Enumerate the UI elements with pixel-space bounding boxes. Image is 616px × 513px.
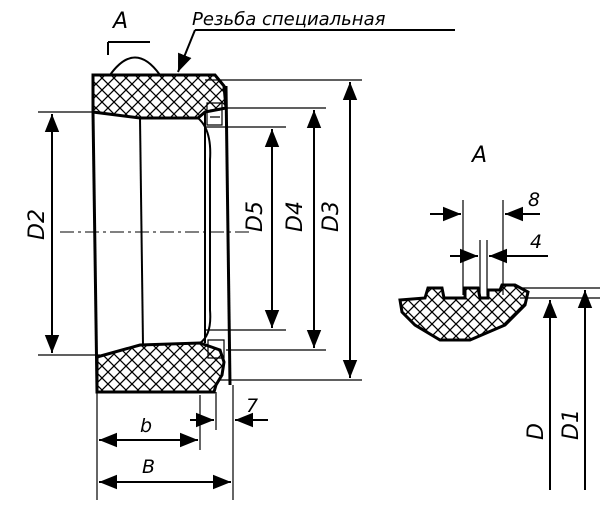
bottom-groove xyxy=(207,339,225,359)
d-label: D xyxy=(524,423,549,440)
detail-4-label: 4 xyxy=(530,231,542,253)
top-groove-lines xyxy=(210,109,220,118)
detail-a-hatched-section xyxy=(398,283,530,342)
top-hatched-section xyxy=(91,73,228,120)
view-a-label: A xyxy=(111,9,128,34)
detail-8-label: 8 xyxy=(528,189,540,211)
seven-label: 7 xyxy=(246,395,258,417)
b-small-label: b xyxy=(140,415,152,437)
d5-label: D5 xyxy=(243,201,268,232)
bottom-hatched-section xyxy=(95,341,226,394)
top-groove xyxy=(206,102,223,126)
b-big-label: B xyxy=(142,456,155,478)
view-a-bubble xyxy=(109,56,161,76)
d4-label: D4 xyxy=(283,201,308,232)
detail-a-view xyxy=(398,200,600,490)
thread-leader-arrow xyxy=(177,29,196,73)
thread-title: Резьба специальная xyxy=(192,9,386,30)
dimensions xyxy=(38,79,362,500)
d1-label: D1 xyxy=(559,409,584,440)
left-wall xyxy=(91,111,99,393)
detail-title: A xyxy=(470,143,487,168)
d2-label: D2 xyxy=(25,209,50,240)
d3-label: D3 xyxy=(319,201,344,232)
right-wall xyxy=(224,85,232,386)
main-section-view xyxy=(60,29,455,394)
